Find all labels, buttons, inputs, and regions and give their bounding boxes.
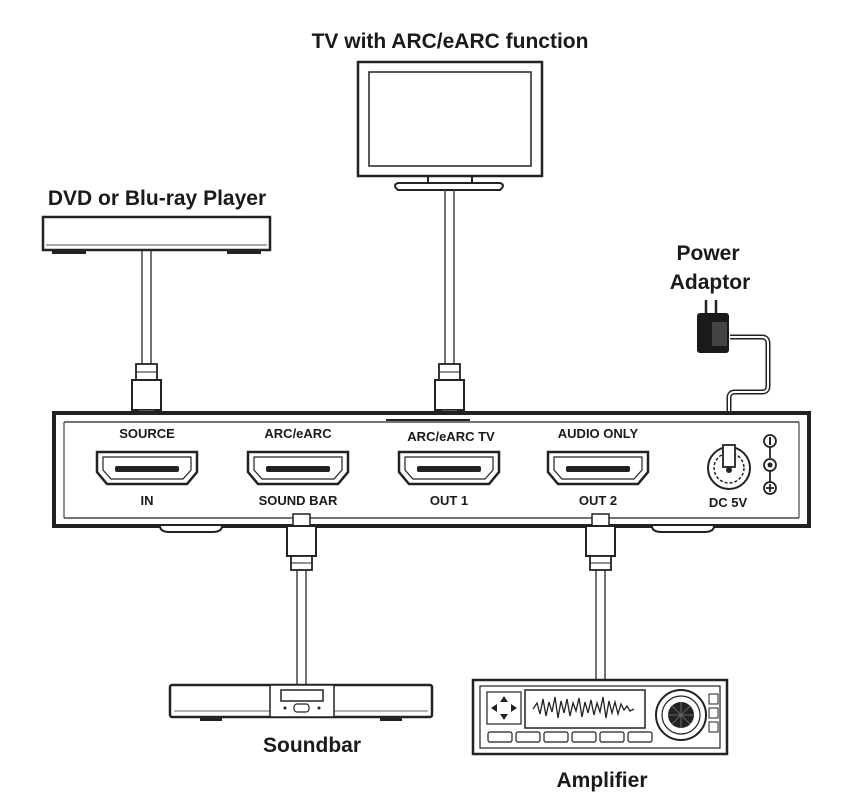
cable-arc-to-soundbar — [296, 560, 307, 685]
port-out2-label: OUT 2 — [579, 493, 617, 508]
amplifier-icon — [471, 678, 729, 756]
port-arc-label: ARC/eARC — [264, 426, 332, 441]
hdmi-port-icon — [546, 450, 650, 486]
soundbar-label: Soundbar — [263, 734, 361, 757]
port-source-label: SOURCE — [119, 426, 175, 441]
hdmi-plug-arc — [286, 513, 317, 571]
cable-tv-to-out1 — [444, 190, 455, 364]
cable-dvd-to-source — [141, 251, 152, 364]
hdmi-port-icon — [95, 450, 199, 486]
tv-icon — [356, 60, 544, 191]
port-soundbar-label: SOUND BAR — [259, 493, 338, 508]
amplifier-label: Amplifier — [556, 769, 647, 792]
dvd-player-icon — [41, 215, 272, 254]
port-dc-label: DC 5V — [709, 495, 748, 510]
dvd-label: DVD or Blu-ray Player — [48, 187, 266, 210]
dc-jack — [707, 444, 751, 490]
hdmi-port-icon — [397, 450, 501, 486]
hdmi-plug-out2 — [585, 513, 616, 571]
power-adaptor-icon — [697, 300, 729, 353]
port-out2-top-label: AUDIO ONLY — [558, 426, 639, 441]
power-adaptor-label-line1: Power — [676, 242, 739, 265]
cable-power-adaptor — [726, 334, 771, 448]
soundbar-icon — [168, 683, 434, 721]
power-adaptor-label-line2: Adaptor — [670, 271, 751, 294]
cable-out2-to-amplifier — [595, 560, 606, 680]
port-out1-top-label: ARC/eARC TV — [407, 429, 495, 444]
port-out1-label: OUT 1 — [430, 493, 468, 508]
hdmi-port-icon — [246, 450, 350, 486]
polarity-icon — [763, 434, 777, 495]
port-in-label: IN — [141, 493, 154, 508]
tv-label: TV with ARC/eARC function — [312, 30, 589, 53]
